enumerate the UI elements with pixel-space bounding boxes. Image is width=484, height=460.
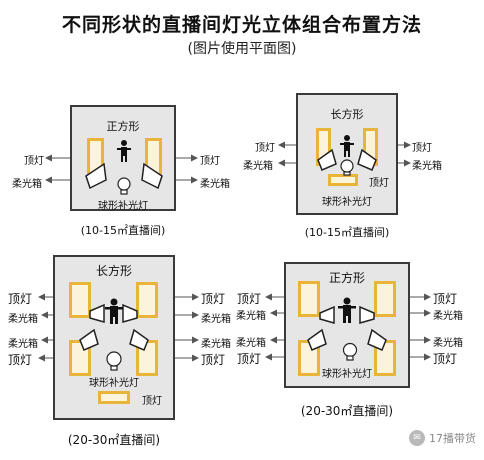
room-rectangle-small bbox=[296, 93, 398, 215]
softbox-label: 柔光箱 bbox=[236, 311, 266, 322]
softbox-icon bbox=[317, 148, 337, 171]
top-light-label: 顶灯 bbox=[255, 143, 275, 154]
softbox-label: 柔光箱 bbox=[236, 338, 266, 349]
room-label-square: 正方形 bbox=[106, 120, 140, 133]
top-light-label: 顶灯 bbox=[201, 292, 226, 306]
softbox-icon bbox=[367, 328, 387, 351]
top-light-panel bbox=[69, 282, 91, 318]
person-icon bbox=[340, 135, 354, 157]
softbox-label: 柔光箱 bbox=[8, 339, 38, 350]
top-light-label: 顶灯 bbox=[8, 292, 33, 306]
softbox-icon bbox=[85, 162, 107, 190]
softbox-icon bbox=[319, 305, 335, 324]
softbox-icon bbox=[357, 148, 377, 171]
person-icon bbox=[117, 140, 131, 162]
top-light-label: 顶灯 bbox=[8, 353, 33, 367]
softbox-icon bbox=[141, 162, 163, 190]
softbox-icon bbox=[122, 303, 138, 323]
softbox-label: 柔光箱 bbox=[243, 161, 273, 172]
top-light-label: 顶灯 bbox=[201, 353, 226, 367]
softbox-icon bbox=[79, 328, 99, 351]
top-light-label: 顶灯 bbox=[237, 352, 262, 366]
top-light-panel bbox=[98, 391, 130, 404]
page-title: 不同形状的直播间灯光立体组合布置方法 bbox=[61, 14, 422, 36]
softbox-icon bbox=[129, 328, 149, 351]
top-light-label: 顶灯 bbox=[369, 178, 389, 189]
person-icon bbox=[105, 298, 123, 324]
top-light-label: 顶灯 bbox=[412, 143, 432, 154]
bulb-icon bbox=[117, 177, 131, 195]
room-label-rectangle: 长方形 bbox=[95, 264, 132, 278]
softbox-label: 柔光箱 bbox=[412, 161, 442, 172]
top-light-panel bbox=[374, 281, 396, 317]
fill-bulb-label: 球形补光灯 bbox=[98, 201, 148, 212]
page-subtitle: (图片使用平面图) bbox=[187, 41, 297, 57]
top-light-label: 顶灯 bbox=[433, 352, 458, 366]
fill-bulb-label: 球形补光灯 bbox=[322, 369, 372, 380]
top-light-label: 顶灯 bbox=[24, 156, 44, 167]
softbox-label: 柔光箱 bbox=[201, 339, 231, 350]
bulb-icon bbox=[340, 159, 354, 176]
watermark: ✉ 17播带货 bbox=[409, 430, 476, 446]
caption-small: (10-15㎡直播间) bbox=[80, 224, 166, 237]
top-light-label: 顶灯 bbox=[142, 396, 162, 407]
top-light-panel bbox=[136, 282, 158, 318]
softbox-icon bbox=[89, 303, 105, 323]
fill-bulb-label: 球形补光灯 bbox=[322, 197, 372, 208]
room-label-square: 正方形 bbox=[328, 271, 365, 285]
watermark-text: 17播带货 bbox=[429, 432, 476, 445]
caption-small: (10-15㎡直播间) bbox=[304, 226, 390, 239]
caption-large: (20-30㎡直播间) bbox=[300, 404, 394, 418]
top-light-panel bbox=[298, 281, 320, 317]
softbox-label: 柔光箱 bbox=[12, 179, 42, 190]
room-label-rectangle: 长方形 bbox=[330, 108, 364, 121]
softbox-label: 柔光箱 bbox=[8, 314, 38, 325]
top-light-label: 顶灯 bbox=[237, 292, 262, 306]
caption-large: (20-30㎡直播间) bbox=[67, 433, 161, 447]
bulb-icon bbox=[106, 351, 122, 371]
softbox-icon bbox=[359, 305, 375, 324]
softbox-label: 柔光箱 bbox=[201, 314, 231, 325]
person-icon bbox=[338, 297, 356, 323]
fill-bulb-label: 球形补光灯 bbox=[89, 378, 139, 389]
wechat-icon: ✉ bbox=[409, 430, 425, 446]
softbox-label: 柔光箱 bbox=[200, 179, 230, 190]
softbox-label: 柔光箱 bbox=[433, 311, 463, 322]
top-light-label: 顶灯 bbox=[433, 292, 458, 306]
top-light-panel bbox=[328, 174, 358, 186]
softbox-label: 柔光箱 bbox=[433, 338, 463, 349]
softbox-icon bbox=[307, 328, 327, 351]
top-light-label: 顶灯 bbox=[200, 156, 220, 167]
bulb-icon bbox=[342, 342, 358, 361]
